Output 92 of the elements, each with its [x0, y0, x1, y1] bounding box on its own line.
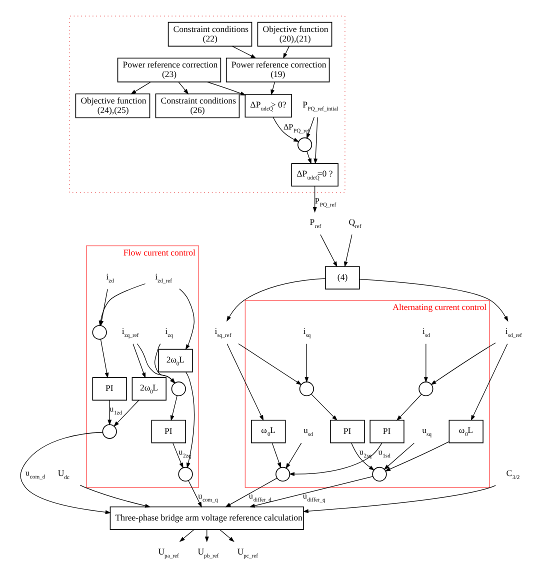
node-box: ω$_{0}$L [251, 420, 286, 444]
arrow [178, 82, 189, 94]
arrow [359, 278, 508, 322]
arrow [306, 116, 315, 139]
arrow [226, 344, 264, 421]
arrow [130, 82, 152, 94]
node-circle [276, 466, 290, 482]
arrow [302, 485, 496, 514]
arrow [286, 442, 302, 469]
arrow [179, 529, 194, 542]
node-box: PI [92, 377, 127, 401]
arrow [272, 117, 300, 142]
node-box: Power reference correction (23) [117, 58, 222, 82]
node-text: P$_{ref}$ [310, 216, 322, 230]
arrow [100, 339, 109, 378]
node-circle [171, 382, 186, 396]
node-text: P$_{PQ_ref_intial}$ [302, 99, 338, 112]
node-text: U$_{dc}$ [58, 468, 70, 481]
arrow [272, 442, 281, 468]
arrow [314, 117, 318, 164]
node-box: PI [330, 420, 365, 444]
node-circle [178, 466, 193, 482]
node-circle [102, 424, 117, 439]
node-text: U$_{pa_ref}$ [158, 546, 179, 560]
node-box: ΔP$_{udcQ}$=0 ? [291, 163, 338, 187]
node-box: ω$_{0}$L [448, 420, 484, 444]
node-text: u$_{sd}$ [304, 425, 313, 438]
node-text: i$_{zq_ref}$ [122, 326, 139, 340]
node-box: 2ω$_{0}$L [158, 348, 193, 372]
arrow [306, 151, 312, 164]
node-box: Objective function (24),(25) [75, 93, 150, 118]
arrow [304, 344, 309, 383]
arrow [219, 529, 234, 542]
node-text: i$_{zd_ref}$ [155, 271, 172, 284]
arrow [225, 478, 278, 508]
arrow [384, 442, 414, 470]
node-text: i$_{sd_ref}$ [505, 326, 522, 340]
node-text: i$_{sq_ref}$ [214, 326, 232, 340]
node-text: i$_{zd}$ [106, 271, 114, 284]
arrow [80, 484, 151, 508]
arrow [154, 344, 176, 384]
arrow [226, 278, 326, 322]
node-text: U$_{pc_ref}$ [237, 546, 258, 560]
node-circle [299, 382, 314, 396]
node-text: u$_{sq}$ [422, 425, 432, 438]
cluster [69, 16, 346, 193]
node-box: Three-phase bridge arm voltage reference calculation [110, 506, 304, 530]
arrow [384, 441, 450, 472]
node-box: (4) [325, 266, 360, 290]
arrow [344, 234, 352, 268]
arrow [172, 442, 184, 468]
node-circle [92, 325, 107, 340]
arrow [310, 394, 338, 421]
node-box: Constraint conditions (26) [155, 93, 240, 118]
arrow [132, 344, 146, 378]
arrow [20, 432, 112, 514]
arrow [283, 46, 290, 59]
node-circle [418, 382, 434, 396]
arrow [232, 46, 256, 58]
arrow [288, 442, 382, 476]
node-circle [372, 466, 387, 482]
arrow [470, 344, 508, 421]
arrow [179, 288, 194, 350]
node-circle [297, 137, 312, 152]
node-box: 2ω$_{0}$L [132, 377, 166, 401]
node-text: C$_{3/2}$ [506, 468, 520, 481]
node-box: Power reference correction (19) [226, 58, 330, 82]
node-box: ΔP$_{udcQ}$> 0? [244, 94, 292, 118]
arrow [270, 82, 276, 96]
node-box: PI [370, 420, 404, 444]
node-text: i$_{sq}$ [303, 326, 311, 340]
arrow [206, 82, 246, 96]
node-box: PI [151, 420, 186, 444]
arrow [351, 442, 375, 471]
node-text: i$_{sd}$ [422, 326, 430, 340]
arrow [249, 476, 374, 508]
arrow [320, 234, 338, 268]
node-text: U$_{pb_ref}$ [198, 546, 219, 560]
arrow [424, 344, 428, 383]
arrow [396, 394, 422, 421]
arrow [312, 186, 317, 213]
arrow [114, 400, 140, 427]
node-box: Objective function (20),(21) [257, 22, 332, 47]
arrow [186, 372, 195, 468]
arrow [188, 480, 202, 508]
arrow [430, 342, 496, 386]
node-text: Q$_{ref}$ [348, 216, 362, 230]
arrow [238, 343, 302, 386]
node-text: i$_{zq}$ [165, 326, 173, 340]
arrow [136, 343, 176, 384]
arrow [170, 395, 178, 422]
node-box: Constraint conditions (22) [168, 22, 252, 47]
